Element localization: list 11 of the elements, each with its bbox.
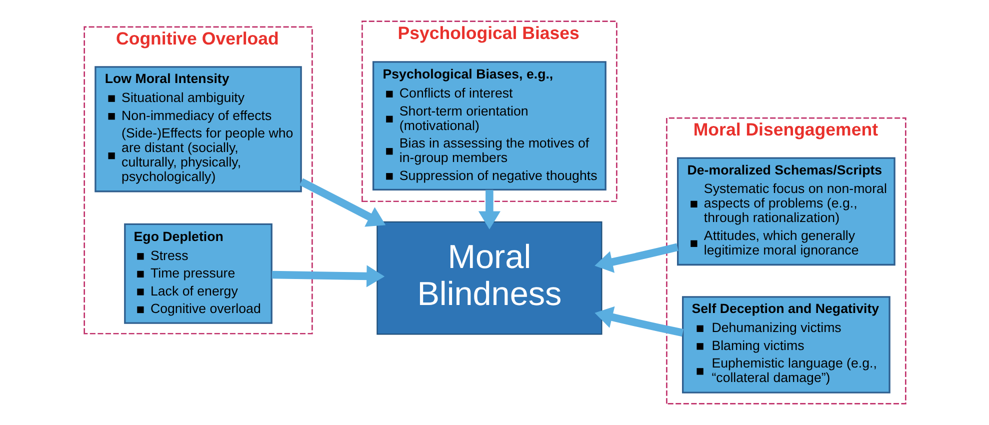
node-box: Psychological Biases, e.g., Conflicts of interest Short-term orientation (motivational) Bias in assessing the motives of in-group members Suppression of negative thoughts [372, 61, 606, 191]
node-box: Moral Blindness [376, 221, 602, 335]
node-box: Low Moral Intensity Situational ambiguity Non-immediacy of effects (Side-)Effects for people who are distant (socially, culturally, physically, psychologically) [94, 66, 302, 192]
node-box: Ego Depletion Stress Time pressure Lack of energy Cognitive overload [124, 223, 272, 324]
node-box: De-moralized Schemas/Scripts Systematic focus on non-moral aspects of problems (e.g., through rationalization) Attitudes, which generally legitimize moral ignorance [676, 157, 895, 266]
arrow [594, 243, 678, 273]
arrow [478, 190, 500, 230]
arrow [594, 306, 684, 337]
node-box: Self Deception and Negativity Dehumanizing victims Blaming victims Euphemistic language (e.g., “collateral damage”) [682, 296, 890, 394]
arrow [271, 265, 384, 288]
arrow [298, 178, 386, 227]
